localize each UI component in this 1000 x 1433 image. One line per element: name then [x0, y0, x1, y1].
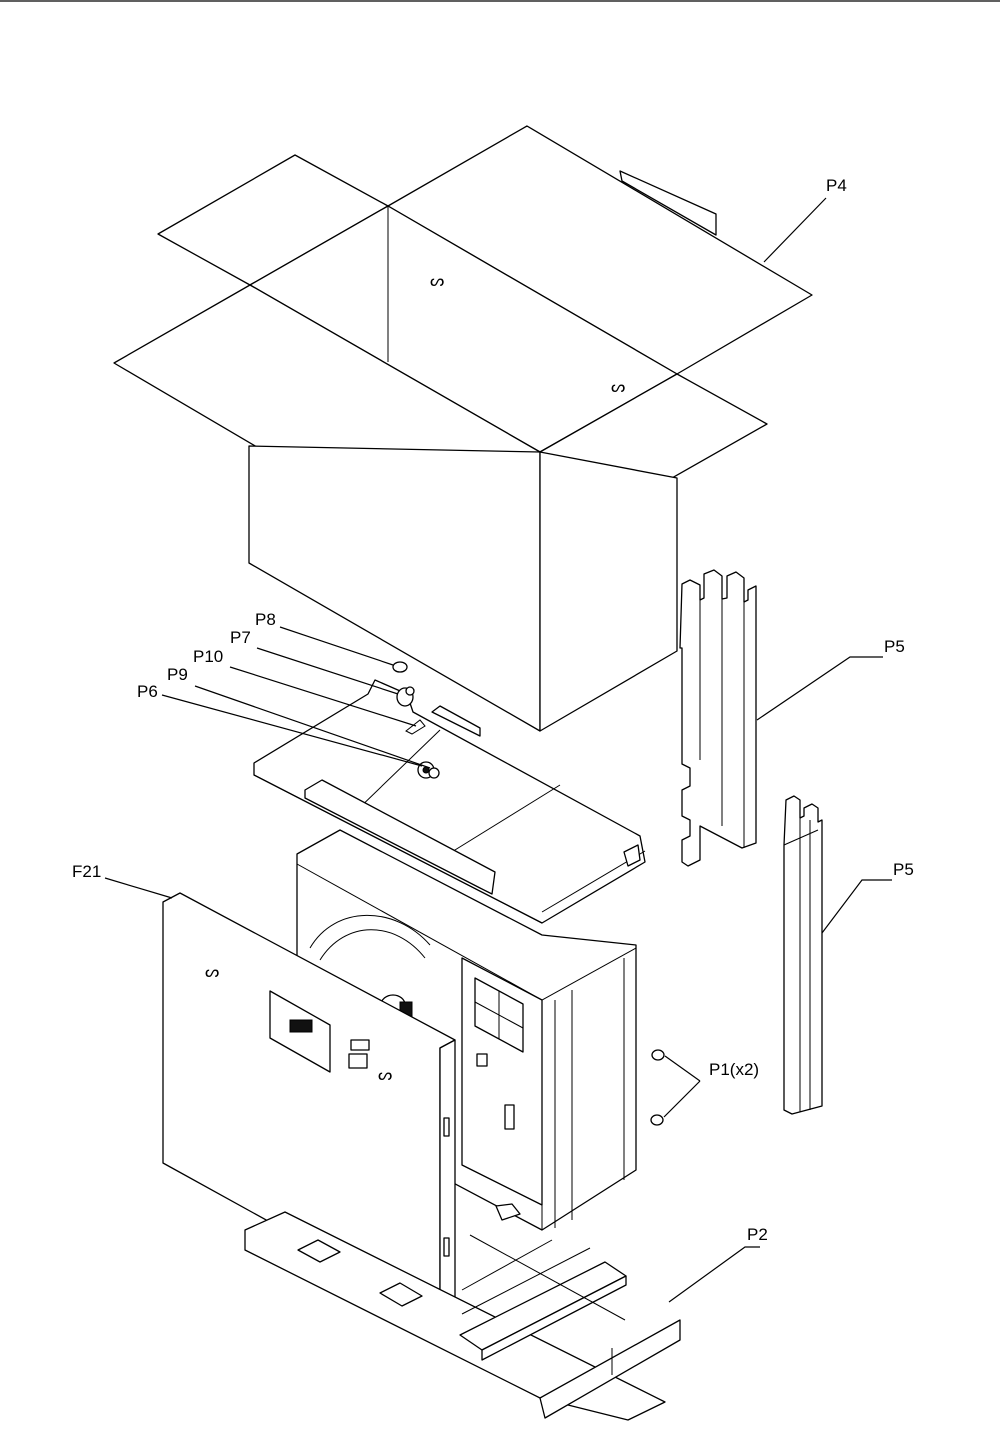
leader-p5-lower — [821, 879, 892, 934]
label-p5-lower: P5 — [893, 860, 914, 879]
cap-p1 — [650, 1114, 664, 1126]
carton-side-face — [539, 451, 678, 732]
label-p8: P8 — [255, 610, 276, 629]
carton-handle-tab — [619, 170, 717, 236]
label-p2: P2 — [747, 1225, 768, 1244]
leader-p6 — [161, 694, 423, 767]
part-p9-nut — [428, 767, 440, 779]
leader-p8 — [279, 626, 394, 666]
label-p1: P1(x2) — [709, 1060, 759, 1079]
panel-handhole-icon: ᔕ — [205, 962, 219, 981]
label-p4: P4 — [826, 176, 847, 195]
corner-post-upper — [679, 569, 757, 867]
fan-guard — [309, 914, 431, 949]
caps-p1 — [650, 1049, 665, 1126]
label-p6: P6 — [137, 682, 158, 701]
leader-lines — [104, 197, 892, 1303]
front-panel-f21: ᔕ ᔕ — [162, 892, 456, 1317]
cap-p1 — [651, 1049, 665, 1061]
part-p10-clip — [405, 719, 426, 735]
part-p8-ring — [392, 661, 408, 673]
label-f21: F21 — [72, 862, 101, 881]
leader-p5-upper — [756, 656, 883, 721]
small-parts — [392, 661, 440, 779]
label-p10: P10 — [193, 647, 223, 666]
leader-p9 — [194, 685, 431, 769]
label-p7: P7 — [230, 628, 251, 647]
leader-p10 — [229, 666, 417, 727]
carton-box: ᔕ ᔕ — [113, 125, 813, 732]
leader-p1-a — [664, 1055, 701, 1082]
corner-post-lower — [783, 795, 823, 1115]
panel-handhole-icon: ᔕ — [378, 1065, 392, 1084]
carton-handhole-icon: ᔕ — [611, 377, 625, 396]
leader-f21 — [104, 877, 173, 899]
label-p5-upper: P5 — [884, 637, 905, 656]
leader-p4 — [763, 197, 827, 263]
label-p9: P9 — [167, 665, 188, 684]
leader-p2 — [668, 1246, 760, 1303]
part-labels: P4 P5 P5 P8 P7 P10 P9 P6 F21 P1(x2) P2 — [72, 176, 914, 1244]
leader-p1-b — [663, 1080, 701, 1118]
leader-p7 — [256, 647, 399, 695]
pallet-p2 — [244, 1211, 681, 1421]
carton-handhole-icon: ᔕ — [430, 271, 444, 290]
